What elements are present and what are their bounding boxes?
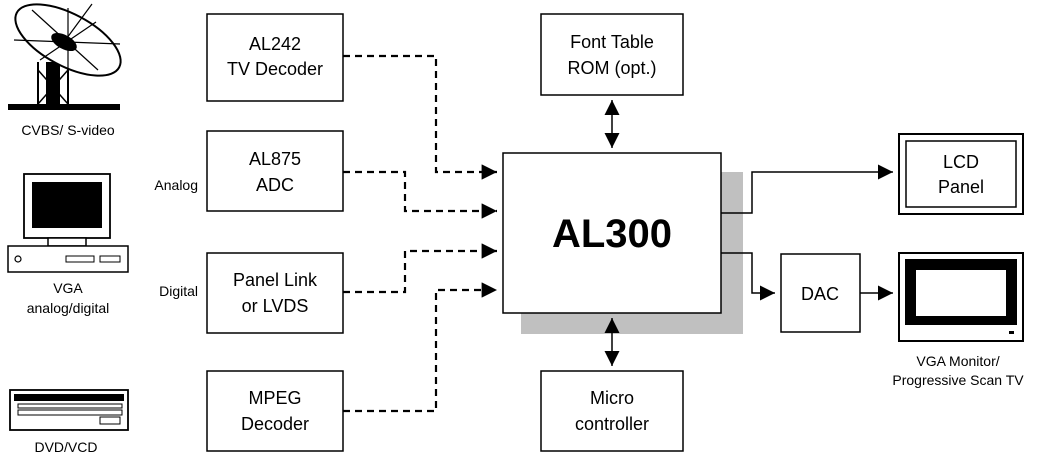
adc-line1: AL875 <box>249 149 301 169</box>
tv-decoder-block: AL242 TV Decoder <box>206 13 344 102</box>
dac-block: DAC <box>780 253 861 333</box>
lcd-line1: LCD <box>943 152 979 172</box>
vga-caption-line1: VGA <box>53 280 83 296</box>
dvd-caption: DVD/VCD <box>34 439 97 455</box>
font-rom-block: Font Table ROM (opt.) <box>540 13 684 96</box>
core-label: AL300 <box>552 212 672 256</box>
satellite-dish-icon <box>8 3 122 110</box>
font-rom-line2: ROM (opt.) <box>567 58 656 78</box>
vga-caption-line2: analog/digital <box>27 300 110 316</box>
analog-label: Analog <box>154 177 198 193</box>
mpeg-decoder-block: MPEG Decoder <box>206 370 344 452</box>
dvd-player-icon <box>9 389 129 431</box>
digital-label: Digital <box>159 283 198 299</box>
monitor-caption-line1: VGA Monitor/ <box>916 353 999 369</box>
vga-monitor-icon <box>898 252 1024 342</box>
mpeg-line1: MPEG <box>248 388 301 408</box>
adc-line2: ADC <box>256 175 294 195</box>
panel-link-line1: Panel Link <box>233 270 318 290</box>
micro-line2: controller <box>575 414 649 434</box>
adc-block: AL875 ADC <box>206 130 344 212</box>
dac-label: DAC <box>801 284 839 304</box>
al300-core-block: AL300 <box>502 152 722 314</box>
satellite-caption: CVBS/ S-video <box>21 122 115 138</box>
tv-decoder-line1: AL242 <box>249 34 301 54</box>
mpeg-connector <box>343 282 497 413</box>
panel-link-line2: or LVDS <box>242 296 309 316</box>
font-rom-line1: Font Table <box>570 32 654 52</box>
tv-decoder-connector <box>343 54 497 180</box>
mpeg-line2: Decoder <box>241 414 309 434</box>
adc-connector <box>343 170 497 219</box>
panel-link-block: Panel Link or LVDS <box>206 252 344 334</box>
tv-decoder-line2: TV Decoder <box>227 59 323 79</box>
core-lcd-connector <box>721 164 893 214</box>
panel-link-connector <box>343 243 497 294</box>
micro-line1: Micro <box>590 388 634 408</box>
computer-icon <box>7 173 129 273</box>
lcd-panel-block: LCD Panel <box>898 133 1024 215</box>
lcd-line2: Panel <box>938 177 984 197</box>
core-dac-connector <box>721 252 775 301</box>
micro-controller-block: Micro controller <box>540 370 684 452</box>
monitor-caption-line2: Progressive Scan TV <box>892 372 1024 388</box>
